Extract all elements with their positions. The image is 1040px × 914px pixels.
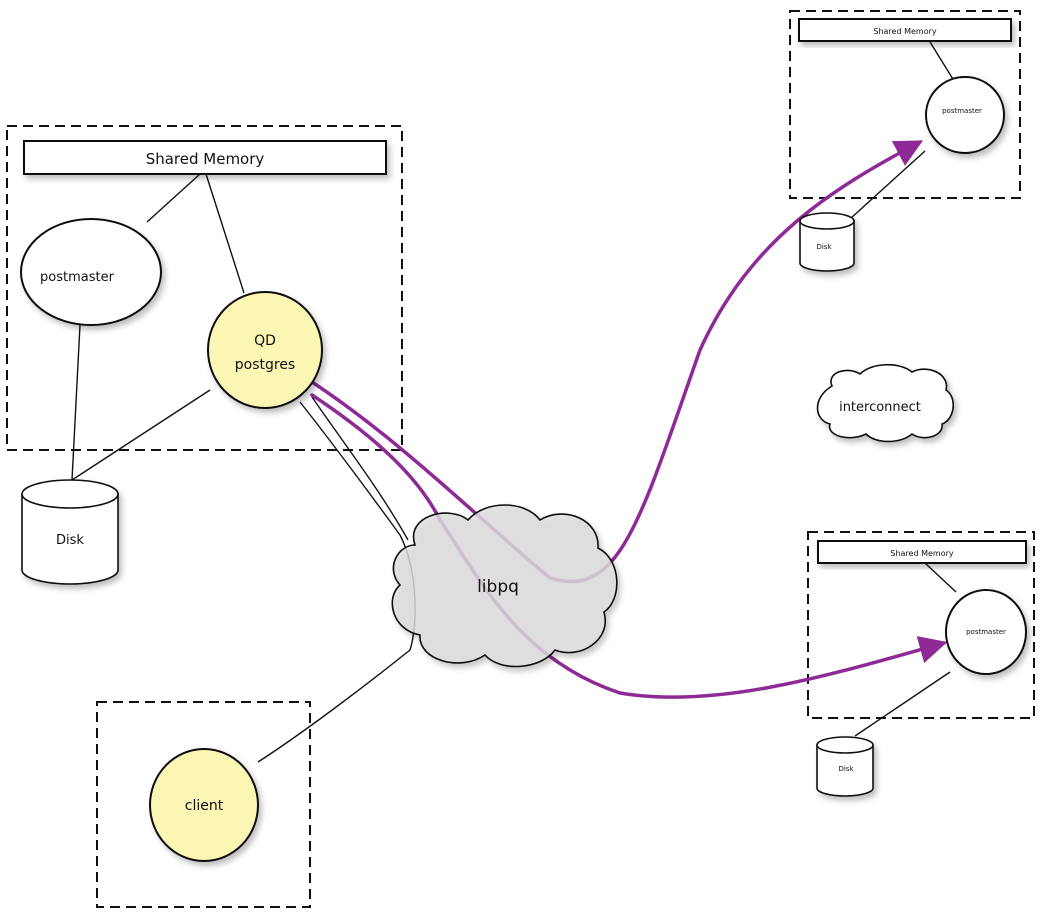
segment-2-shared-memory-label: Shared Memory — [890, 549, 954, 558]
master-disk-label: Disk — [56, 533, 84, 548]
segment-1-postmaster-node — [925, 76, 1005, 154]
segment-2-postmaster-label: postmaster — [966, 628, 1006, 636]
segment-1-disk-label: Disk — [816, 243, 832, 251]
segment-2-postmaster-node — [945, 589, 1027, 675]
segment-host-2-frame — [807, 531, 1035, 719]
qd-label: QD — [254, 333, 276, 349]
shared-memory-label: Shared Memory — [146, 150, 265, 168]
postmaster-label: postmaster — [40, 270, 115, 285]
master-host-frame — [6, 125, 403, 451]
shared-memory-bar — [23, 140, 387, 175]
segment-1-shared-memory-bar — [798, 18, 1012, 42]
qd-postgres-node — [207, 291, 323, 409]
interconnect-cloud — [816, 363, 954, 443]
qd-to-segment-1-arrow — [310, 140, 924, 584]
segment-1-disk — [799, 212, 855, 272]
postgres-label: postgres — [235, 357, 295, 373]
segment-2-shared-memory-bar — [817, 540, 1027, 564]
master-disk — [21, 479, 119, 585]
segment-host-1-frame — [789, 10, 1021, 199]
libpq-label: libpq — [477, 577, 519, 597]
segment-1-shared-memory-label: Shared Memory — [873, 27, 937, 36]
client-label: client — [185, 798, 224, 814]
segment-1-postmaster-label: postmaster — [942, 107, 982, 115]
libpq-cloud — [391, 504, 618, 668]
client-node — [149, 748, 259, 862]
segment-2-disk — [816, 736, 874, 797]
segment-2-disk-label: Disk — [838, 765, 854, 773]
qd-to-segment-2-arrow — [310, 393, 442, 522]
postmaster-node — [20, 218, 162, 326]
interconnect-label: interconnect — [839, 400, 921, 415]
